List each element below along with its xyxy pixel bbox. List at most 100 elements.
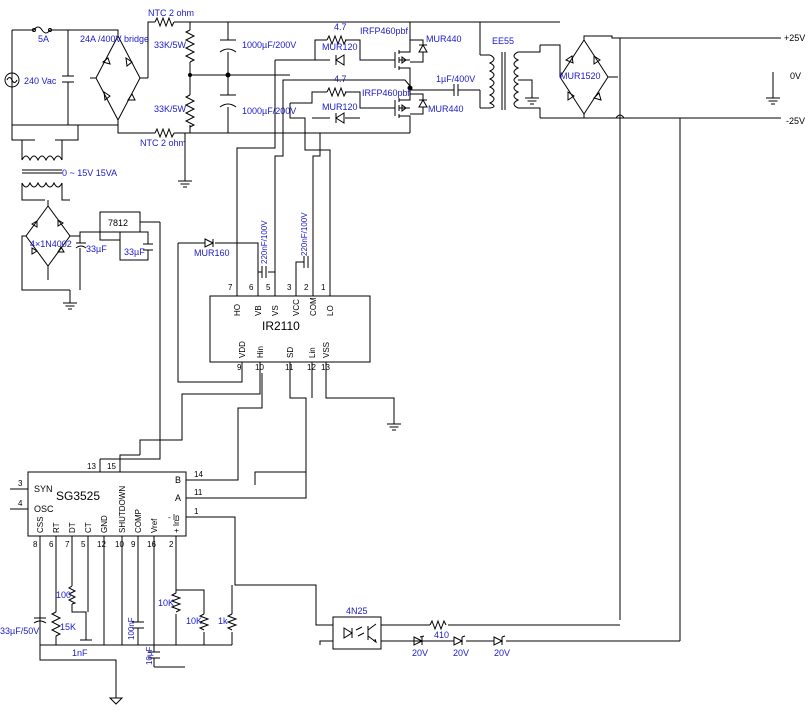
sg3525-chip [27, 471, 187, 537]
zener-3-label: 20V [494, 648, 510, 658]
aux-cap1-label: 33µF [86, 244, 107, 254]
sg3525-pin-name: DT [68, 522, 77, 533]
ir2110-pin-name: VCC [292, 299, 301, 316]
hv-rail: NTC 2 ohm NTC 2 ohm 33K/5W 33K/5W 1000µF… [117, 8, 560, 188]
aux-transformer-label: 0 ~ 15V 15VA [62, 168, 117, 178]
cap-top-label: 1000µF/200V [242, 40, 296, 50]
sg3525-pin-name: COMP [134, 509, 143, 533]
aux-bridge-label: 4×1N4002 [30, 239, 72, 249]
mosfet-low-side [394, 90, 411, 133]
ir2110-pin-name: VDD [238, 341, 247, 358]
ir2110-pin-number: 5 [266, 283, 271, 292]
sg3525-pin-name: CSS [36, 517, 45, 533]
sg3525-name: SG3525 [56, 489, 100, 503]
rail-negative-label: -25V [786, 116, 805, 126]
ee55-transformer: EE55 [479, 22, 541, 118]
feedback-1k-label: 1k [218, 616, 228, 626]
ntc-bottom-label: NTC 2 ohm [140, 138, 186, 148]
cap-bottom-label: 1000µF/200V [242, 106, 296, 116]
sg3525-pin-number: 2 [169, 540, 174, 549]
mur120-top-label: MUR120 [322, 42, 358, 52]
aux-supply: 4×1N4002 33µF 7812 33µF [21, 183, 161, 450]
fuse-symbol [32, 26, 52, 34]
sg3525-pin-number: 6 [49, 540, 54, 549]
ir2110-pin-name: LO [326, 305, 335, 316]
vref-cap-label: 10µF [145, 646, 154, 665]
sg3525-pin-name: SHUTDOWN [118, 486, 127, 533]
sg3525-pin-number: 1 [194, 507, 199, 516]
ir2110-pin-name: SD [286, 347, 295, 358]
ir2110-pin-name: VSS [322, 342, 331, 358]
sg3525-pin-name: CT [84, 522, 93, 533]
zener-1-label: 20V [412, 648, 428, 658]
opto-feedback: 4N25 410 20V 20V 20V [319, 606, 680, 658]
mur120-bottom-label: MUR120 [322, 102, 358, 112]
ir2110-pin-name: VB [254, 305, 263, 316]
opto-4n25 [332, 616, 382, 650]
sg3525-pin-name: RT [52, 522, 61, 533]
sg3525-pin-number: 13 [87, 462, 96, 471]
gate-resistor-bottom-label: 4.7 [334, 74, 347, 84]
bridge-rating-label: 24A /400V bridge [80, 34, 149, 44]
sg3525-pin-number: 7 [65, 540, 70, 549]
sg3525-timing-network: 33µF/50V 15K 100 1nF 100nF 10µF 10K 10K … [0, 547, 238, 705]
coupling-cap-label: 1µF/400V [436, 74, 475, 84]
in-divider-upper-label: 10K [158, 598, 174, 608]
mosfet-high-side [394, 40, 411, 82]
sg3525-pin-name: SYN [34, 484, 53, 494]
bleed-bottom-label: 33K/5W [154, 104, 187, 114]
gate-resistor-top-label: 4.7 [334, 22, 347, 32]
sg3525-pin-number: 9 [131, 540, 136, 549]
aux-cap2-label: 33µF [124, 247, 145, 257]
bleed-top-label: 33K/5W [154, 40, 187, 50]
sg3525-pin-number: 12 [97, 540, 106, 549]
ir2110-name: IR2110 [262, 319, 300, 333]
transformer-label: EE55 [492, 36, 514, 46]
ir2110-pin-name: Lin [308, 347, 317, 358]
sg3525-pin-number: 15 [107, 462, 116, 471]
cap-bootstrap-label: 220nF/100V [260, 220, 269, 264]
mur440-bottom-label: MUR440 [428, 104, 464, 114]
ir2110-pin-number: 3 [287, 283, 292, 292]
ir2110-pin-number: 7 [228, 283, 233, 292]
mur440-top-label: MUR440 [426, 34, 462, 44]
fuse-label: 5A [38, 34, 49, 44]
sg3525-pin-name: GND [100, 515, 109, 533]
mains-voltage-label: 240 Vac [24, 76, 57, 86]
comp-cap-label: 100nF [127, 617, 136, 640]
ir2110-pin-number: 10 [255, 363, 264, 372]
ir2110-pin-number: 12 [307, 363, 316, 372]
rail-positive-label: +25V [784, 33, 805, 43]
mosfet-bottom-label: IRFP460pbf [362, 88, 411, 98]
ir2110-pin-number: 6 [249, 283, 254, 292]
ac-source-symbol [4, 72, 20, 88]
aux-transformer-primary [21, 140, 63, 188]
ntc-top-label: NTC 2 ohm [148, 8, 194, 18]
sg3525-pin-number: 11 [194, 488, 203, 497]
in-divider-lower-label: 10K [186, 616, 202, 626]
sg3525-pin-number: 14 [194, 470, 203, 479]
sg3525-pin-number: 8 [33, 540, 38, 549]
ir2110-pin-number: 13 [321, 363, 330, 372]
ir2110-pin-number: 1 [321, 283, 326, 292]
sg3525-pin-name: - In [168, 513, 180, 522]
ir2110-pin-name: Hin [256, 346, 265, 358]
sg3525-pin-number: 4 [18, 499, 23, 508]
bleed-resistor-top [184, 29, 196, 63]
sg3525-pin-number: 16 [147, 540, 156, 549]
cap-soft-start-label: 33µF/50V [0, 626, 39, 636]
ntc-bottom-resistor [154, 127, 175, 139]
sg3525-pin-number: 5 [81, 540, 86, 549]
output-rectifier: MUR1520 +25V 0V -25V [540, 33, 805, 641]
opto-label: 4N25 [346, 606, 368, 616]
sg3525-pin-name: Vref [150, 518, 159, 533]
mosfet-top-label: IRFP460pbf [360, 26, 409, 36]
output-bridge-label: MUR1520 [560, 71, 601, 81]
ir2110-pin-number: 9 [237, 363, 242, 372]
sg3525-pin-name: A [175, 493, 181, 503]
ir2110-pin-number: 11 [285, 363, 294, 372]
sg3525-pin-name: B [175, 475, 181, 485]
